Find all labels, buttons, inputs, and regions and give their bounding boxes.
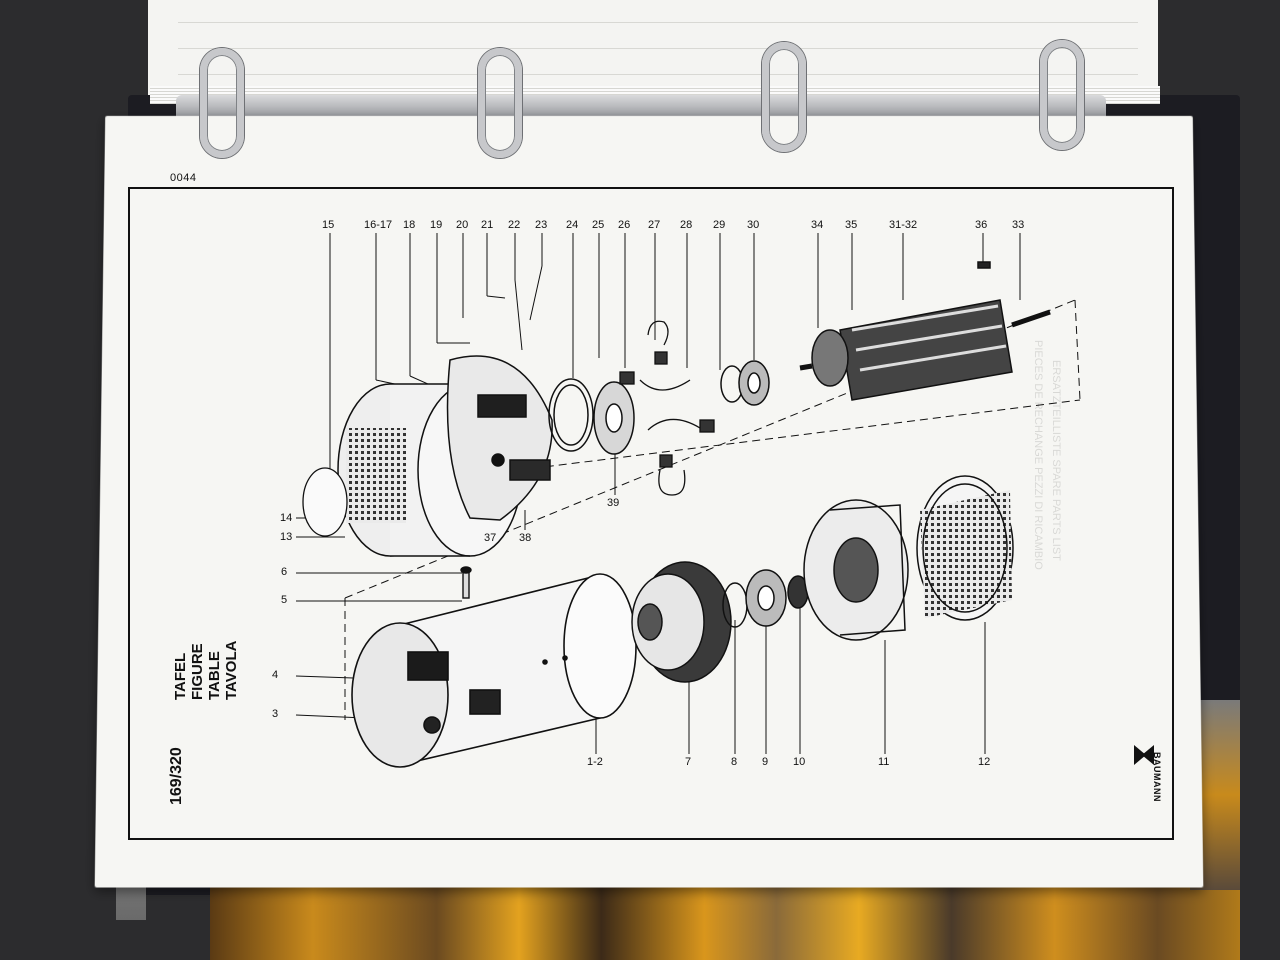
callout-9: 9 [762,756,769,768]
callout-38: 38 [519,532,532,544]
page-number: 0044 [170,172,197,184]
callout-8: 8 [731,756,738,768]
baumann-logo-text: BAUMANN [1152,752,1162,802]
callout-6: 6 [281,566,288,578]
callout-36: 36 [975,219,988,231]
callout-10: 10 [793,756,806,768]
callout-26: 26 [618,219,631,231]
callout-30: 30 [747,219,760,231]
callout-4: 4 [272,669,279,681]
callout-7: 7 [685,756,692,768]
callout-37: 37 [484,532,497,544]
callout-18: 18 [403,219,416,231]
callout-13: 13 [280,531,293,543]
callout-14: 14 [280,512,293,524]
callout-12: 12 [978,756,991,768]
callout-15: 15 [322,219,335,231]
label-table: TABLE [206,651,223,700]
table-number: 169/320 [168,747,185,805]
binder-ring-3 [762,42,806,152]
callout-5: 5 [281,594,288,606]
callout-27: 27 [648,219,661,231]
label-figure: FIGURE [189,643,206,700]
callout-39: 39 [607,497,620,509]
callout-25: 25 [592,219,605,231]
callout-24: 24 [566,219,579,231]
label-tavola: TAVOLA [223,640,240,700]
callout-3: 3 [272,708,279,720]
diagram-frame [128,187,1174,840]
callout-21: 21 [481,219,494,231]
binder-ring-4 [1040,40,1084,150]
callout-28: 28 [680,219,693,231]
callout-16-17: 16-17 [364,219,393,231]
callout-29: 29 [713,219,726,231]
callout-19: 19 [430,219,443,231]
callout-22: 22 [508,219,521,231]
callout-1-2: 1-2 [587,756,603,768]
callout-20: 20 [456,219,469,231]
label-tafel: TAFEL [172,652,189,700]
binder-ring-2 [478,48,522,158]
callout-11: 11 [878,756,890,768]
binder-ring-1 [200,48,244,158]
callout-31-32: 31-32 [889,219,918,231]
callout-34: 34 [811,219,824,231]
callout-23: 23 [535,219,548,231]
callout-35: 35 [845,219,858,231]
callout-33: 33 [1012,219,1025,231]
